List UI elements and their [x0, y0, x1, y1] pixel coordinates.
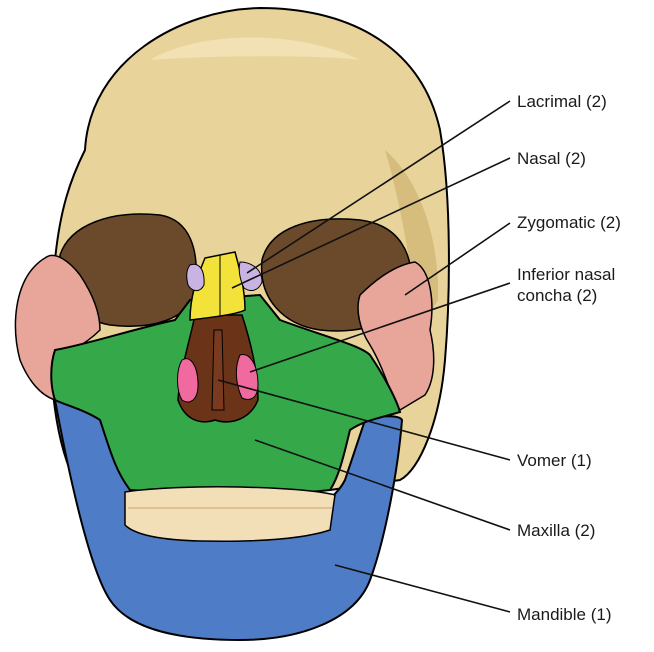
left-lacrimal	[187, 264, 204, 290]
label-mandible: Mandible (1)	[517, 604, 612, 625]
teeth	[125, 487, 335, 541]
label-inferior-nasal-line2: concha (2)	[517, 285, 597, 306]
label-lacrimal: Lacrimal (2)	[517, 91, 607, 112]
label-inferior-nasal-line1: Inferior nasal	[517, 264, 615, 285]
vomer	[212, 330, 224, 410]
label-nasal: Nasal (2)	[517, 148, 586, 169]
label-vomer: Vomer (1)	[517, 450, 592, 471]
label-maxilla: Maxilla (2)	[517, 520, 595, 541]
label-zygomatic: Zygomatic (2)	[517, 212, 621, 233]
